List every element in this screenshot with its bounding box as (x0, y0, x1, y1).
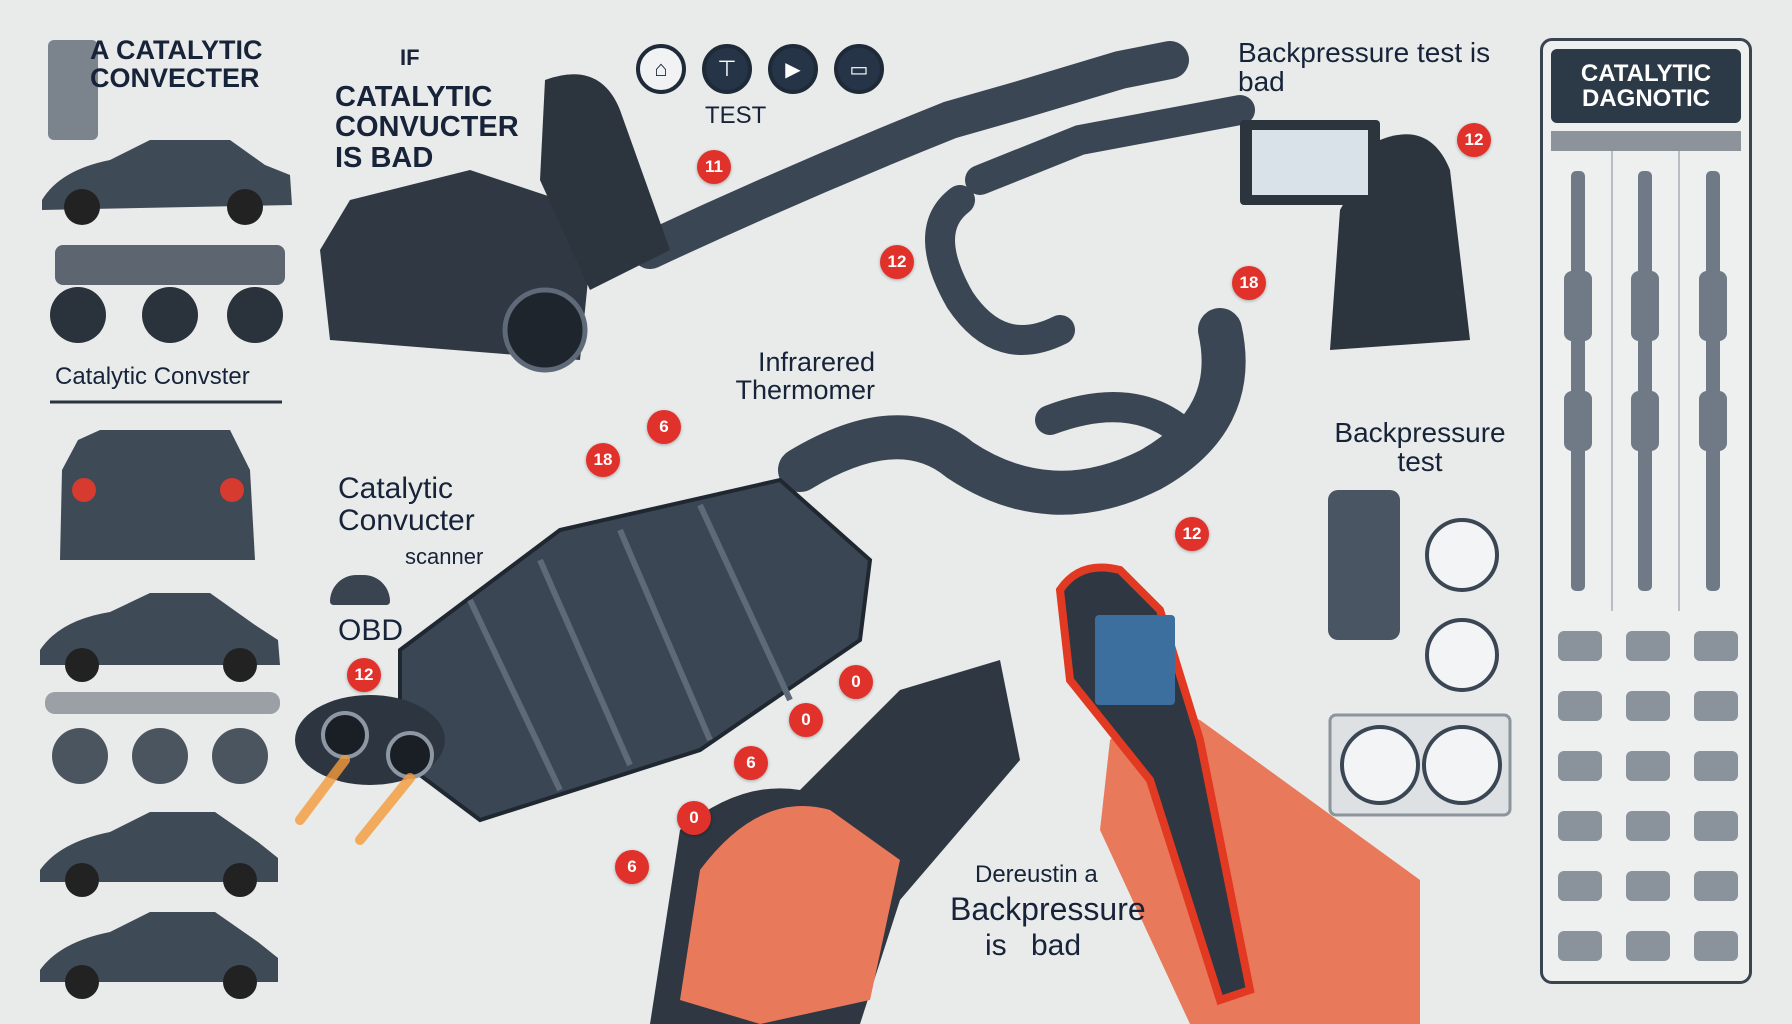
catalytic-converter (398, 477, 873, 823)
infrared-thermometer-label: Infrarered Thermomer (735, 347, 875, 406)
panel-title: CATALYTIC DAGNOTIC (1551, 49, 1741, 123)
number-badge: 6 (734, 746, 768, 780)
number-badge: 6 (647, 410, 681, 444)
number-badge: 18 (586, 443, 620, 477)
panel-subtitle-bar (1551, 131, 1741, 151)
battery-icon: ▭ (834, 44, 884, 94)
gauge-icon: ⊤ (702, 44, 752, 94)
number-badge: 18 (1232, 266, 1266, 300)
number-badge: 12 (1175, 517, 1209, 551)
number-badge: 12 (880, 245, 914, 279)
number-badge: 0 (839, 665, 873, 699)
exhaust-illustration (295, 41, 1512, 1024)
icon-row: ⌂ ⊤ ▶ ▭ (636, 44, 884, 94)
number-badge: 0 (677, 801, 711, 835)
test-label: TEST (705, 102, 767, 129)
scanner-label: Catalytic Convucter (338, 472, 475, 537)
backpressure-bad-label: Backpressure test is bad (1238, 37, 1491, 98)
left-car-illustrations (40, 40, 292, 999)
number-badge: 0 (789, 703, 823, 737)
left-caption: Catalytic Convster (55, 363, 250, 390)
converter-parts-grid (1558, 151, 1738, 961)
number-badge: 6 (615, 850, 649, 884)
number-badge: 12 (1457, 123, 1491, 157)
bottom-caption-2: Backpressure (950, 891, 1146, 927)
number-badge: 12 (347, 658, 381, 692)
if-prefix: IF (400, 45, 420, 70)
backpressure-test-label: Backpressure test (1334, 417, 1506, 478)
top-left-title: A CATALYTIC CONVECTER (90, 35, 263, 94)
obd-label: OBD (338, 614, 404, 647)
scanner-sub-label: scanner (405, 544, 484, 569)
obd-connector-icon (330, 575, 390, 605)
if-bad-title: CATALYTIC CONVUCTER IS BAD (335, 81, 519, 174)
bottom-caption-1: Dereustin a (975, 861, 1098, 888)
engine-icon: ⌂ (636, 44, 686, 94)
sensor-icon: ▶ (768, 44, 818, 94)
diagnostic-panel: CATALYTIC DAGNOTIC (1540, 38, 1752, 984)
bottom-caption-3: is bad (985, 929, 1082, 962)
number-badge: 11 (697, 150, 731, 184)
